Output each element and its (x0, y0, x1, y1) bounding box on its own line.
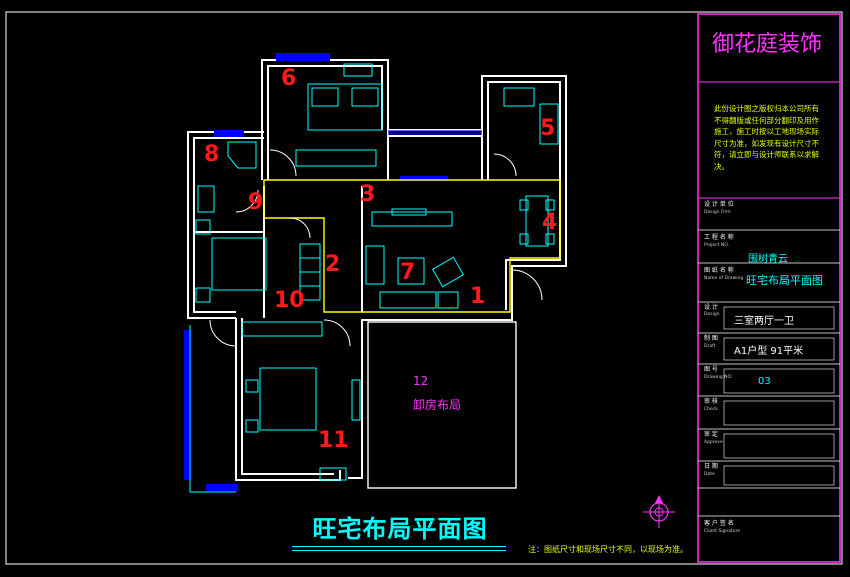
row-label-draft: 制 图 (704, 335, 718, 342)
row-en-project: Project NO. (704, 243, 729, 248)
draft-value: A1户型 91平米 (734, 346, 804, 357)
row-label-drawing-name: 图 纸 名 称 (704, 267, 734, 274)
room-number-8: 8 (204, 142, 220, 167)
row-label-design-firm: 设 计 单 位 (704, 201, 734, 208)
row-en-approve: Approve (704, 440, 723, 445)
drawing-border (5, 11, 843, 565)
storage-area-label: 卸房布局 (413, 398, 462, 412)
drawing-name-value: 旺宅布局平面图 (746, 274, 823, 287)
room-number-4: 4 (542, 210, 558, 235)
room-number-5: 5 (540, 116, 556, 141)
room-number-7: 7 (400, 260, 416, 285)
project-name-value: 围树青云 (748, 254, 788, 265)
room-number-1: 1 (470, 284, 486, 309)
title-block-value-boxes (723, 306, 835, 486)
row-en-drawing-name: Name of Drawing (704, 276, 744, 281)
row-label-date: 日 期 (704, 463, 718, 470)
company-name: 御花庭装饰 (711, 32, 822, 57)
room-number-11: 11 (318, 428, 349, 453)
drawing-number-value: 03 (758, 376, 771, 387)
row-label-project: 工 程 名 称 (704, 234, 734, 241)
row-label-client-signature: 客 户 签 名 (704, 520, 734, 527)
room-number-3: 3 (360, 182, 376, 207)
room-number-12: 12 (413, 374, 429, 388)
title-block-frame (697, 13, 841, 563)
design-value: 三室两厅一卫 (734, 316, 794, 327)
row-label-approve: 审 定 (704, 431, 718, 438)
row-en-client-signature: Client Signature (704, 529, 741, 534)
row-label-drawing-no: 图 号 (704, 366, 718, 373)
north-arrow-icon (643, 495, 675, 528)
storage-area-outline (367, 321, 517, 489)
row-en-date: Date (704, 472, 715, 477)
room-number-6: 6 (281, 66, 297, 91)
drawing-note: 注：图纸尺寸和现场尺寸不同，以现场为准。 (528, 545, 688, 554)
row-en-drawing-no: Drawing NO. (704, 375, 733, 380)
row-en-draft: Draft (704, 344, 716, 349)
plan-title-underline (292, 546, 506, 551)
left-balcony-line (189, 325, 236, 493)
room-number-9: 9 (248, 190, 264, 215)
row-label-check: 审 核 (704, 398, 718, 405)
windows (184, 53, 482, 491)
furniture (195, 63, 559, 481)
row-en-design: Design (704, 312, 720, 317)
living-zone-outline (263, 179, 561, 313)
room-number-2: 2 (325, 252, 341, 277)
title-block-row-lines (698, 229, 840, 517)
row-en-design-firm: Design Firm (704, 210, 731, 215)
copyright-description: 此份设计图之版权归本公司所有不得翻版或任何部分翻印及用作施工，施工时按以工地现场… (714, 104, 819, 171)
doors (209, 149, 543, 347)
row-en-check: Check (704, 407, 718, 412)
plan-title: 旺宅布局平面图 (312, 515, 488, 543)
row-label-design: 设 计 (704, 304, 718, 311)
room-number-10: 10 (274, 288, 305, 313)
